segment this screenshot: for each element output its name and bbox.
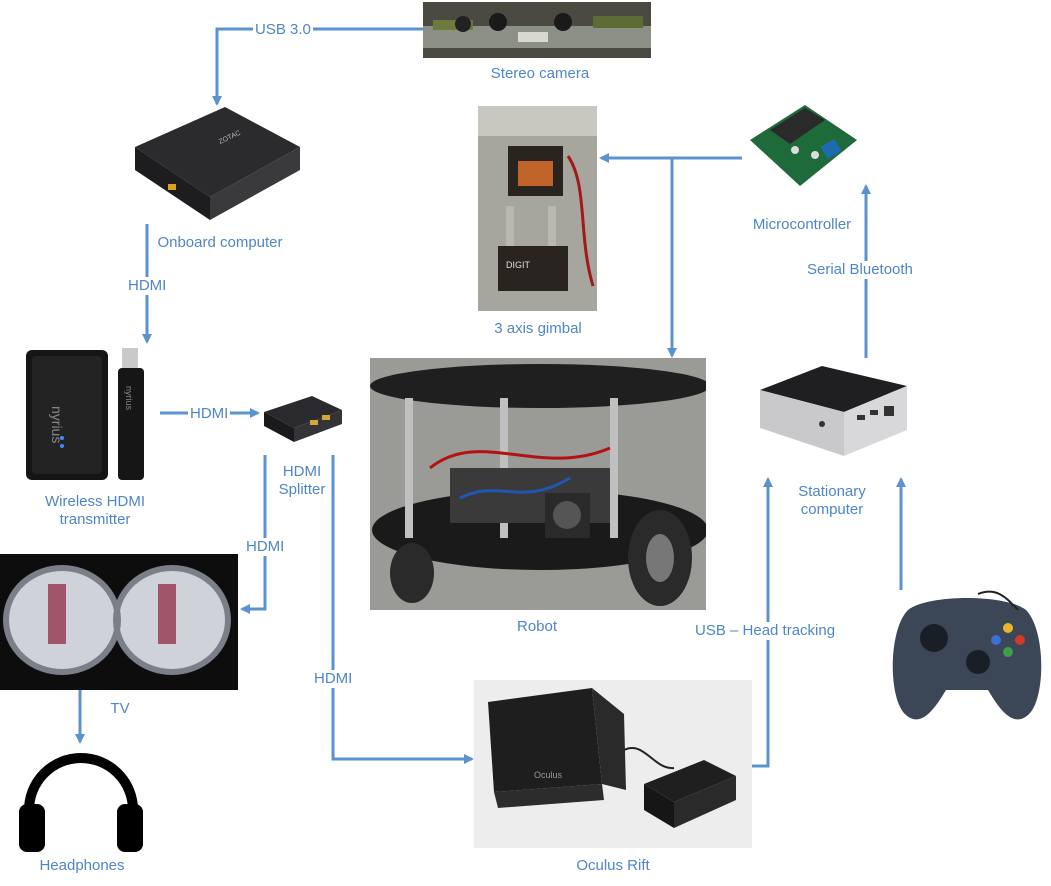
tv-image <box>0 554 238 690</box>
label-tv: TV <box>110 700 130 717</box>
gimbal-image: DIGIT <box>478 106 597 311</box>
wireless-hdmi-image: nyrius nyrius <box>22 346 157 486</box>
label-hdmi-splitter: HDMI Splitter <box>278 463 326 498</box>
stereo-camera-image <box>423 2 651 58</box>
label-microcontroller: Microcontroller <box>752 216 852 233</box>
label-wireless-hdmi: Wireless HDMI transmitter <box>45 493 145 528</box>
svg-text:DIGIT: DIGIT <box>506 260 531 270</box>
connector-usb3 <box>212 27 425 106</box>
edge-label-hdmi-wireless: HDMI <box>188 405 231 423</box>
edge-label-usb3: USB 3.0 <box>253 21 313 39</box>
connector-hdmi-rift <box>331 455 474 764</box>
hdmi-splitter-image <box>262 392 344 444</box>
oculus-rift-image: Oculus <box>474 680 752 848</box>
label-onboard-computer: Onboard computer <box>157 234 283 251</box>
nyrius-logo: nyrius <box>49 406 65 443</box>
label-headphones: Headphones <box>39 857 125 874</box>
connector-usb-head-tracking <box>750 477 773 768</box>
label-stereo-camera: Stereo camera <box>490 65 590 82</box>
stationary-computer-image <box>752 360 914 474</box>
edge-label-hdmi-tv: HDMI <box>244 538 287 556</box>
edge-label-hdmi-onboard: HDMI <box>126 277 169 295</box>
edge-label-usb-head-tracking: USB – Head tracking <box>693 622 838 640</box>
label-robot: Robot <box>516 618 558 635</box>
svg-text:nyrius: nyrius <box>124 386 134 411</box>
gamepad-image <box>888 590 1046 728</box>
label-stationary-computer: Stationary computer <box>798 483 866 518</box>
microcontroller-image <box>745 100 860 192</box>
oculus-logo: Oculus <box>534 770 563 780</box>
edge-label-hdmi-rift: HDMI <box>312 670 355 688</box>
label-gimbal: 3 axis gimbal <box>494 320 582 337</box>
edge-label-serial-bluetooth: Serial Bluetooth <box>805 261 915 279</box>
label-oculus-rift: Oculus Rift <box>576 857 650 874</box>
robot-image <box>370 358 706 610</box>
onboard-computer-image: ZOTAC <box>130 102 310 222</box>
connector-hdmi-tv <box>240 455 267 614</box>
headphones-icon <box>15 744 147 854</box>
